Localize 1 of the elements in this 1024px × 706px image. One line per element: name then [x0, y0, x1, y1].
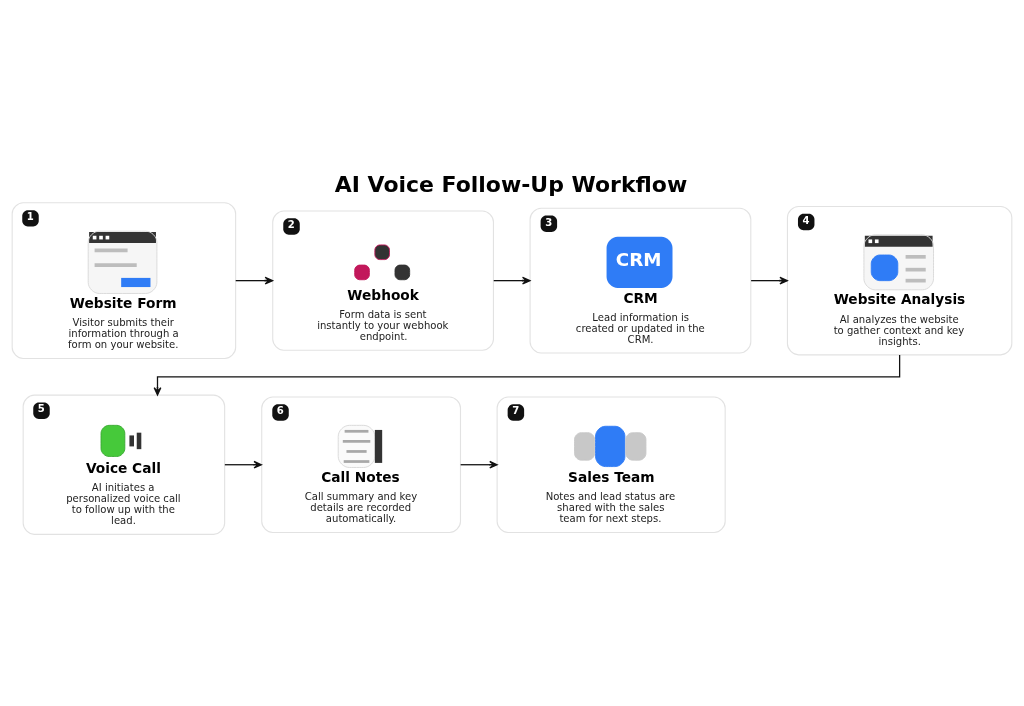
diagram-title: AI Voice Follow-Up Workflow	[334, 172, 688, 197]
